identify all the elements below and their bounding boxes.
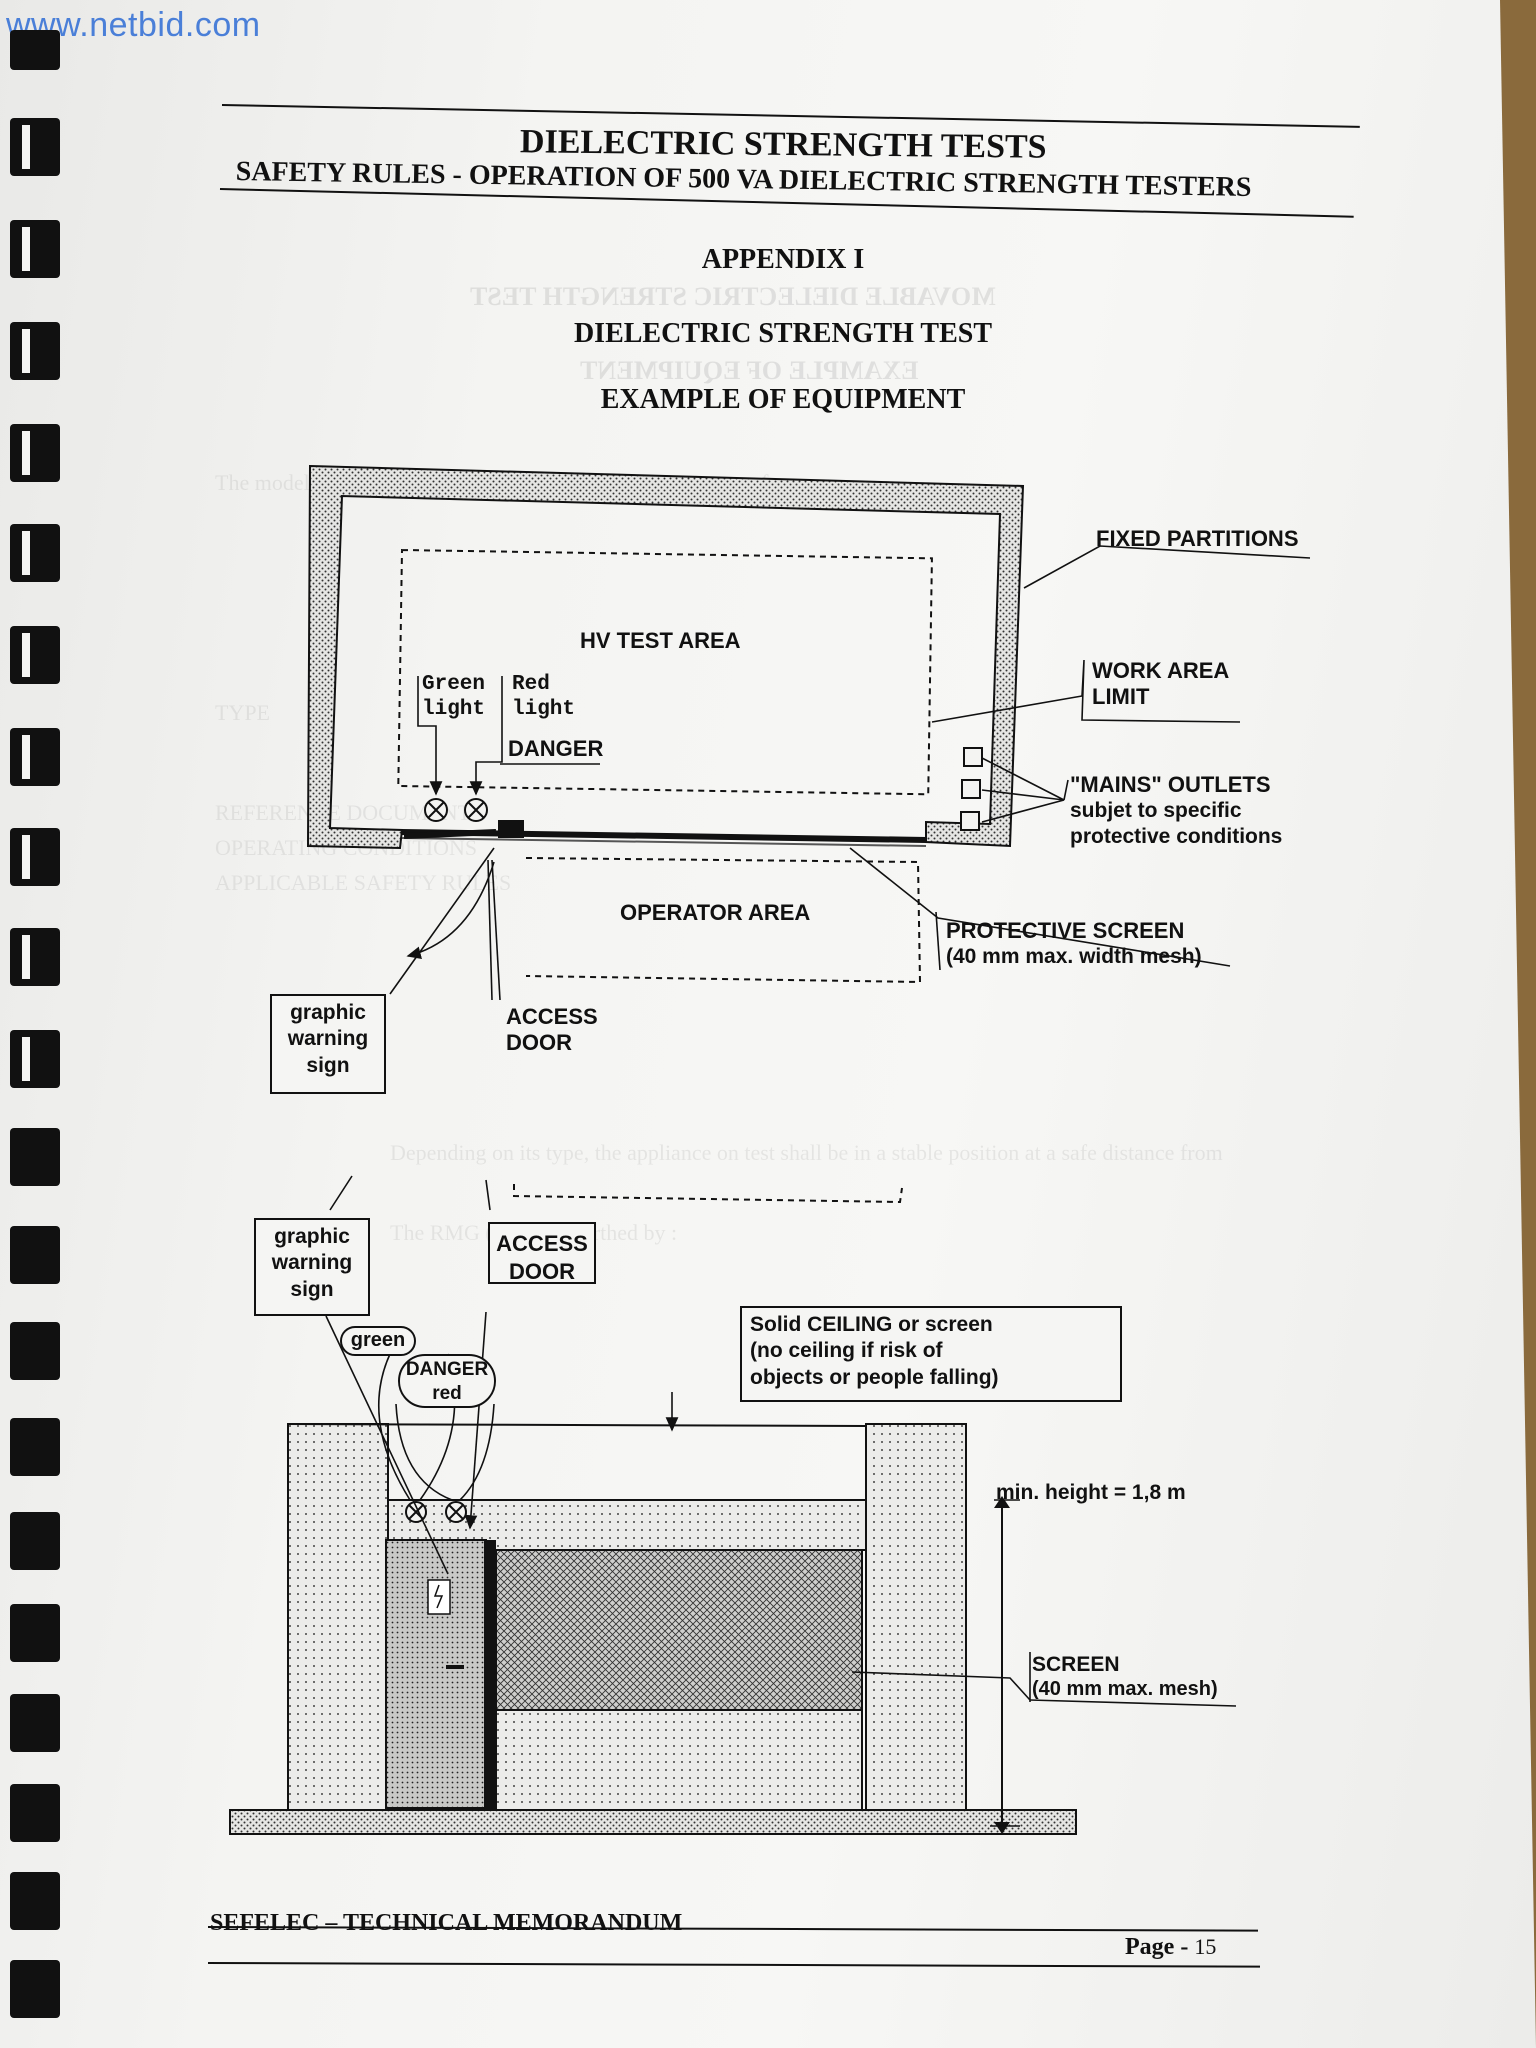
min-height-label: min. height = 1,8 m	[996, 1481, 1186, 1504]
footer-page-number: Page - 15	[1125, 1934, 1217, 1960]
footer-memorandum: SEFELEC – TECHNICAL MEMORANDUM	[210, 1910, 683, 1936]
bleed-through-text: TYPE	[215, 700, 270, 725]
mains-outlets	[960, 747, 983, 831]
screen-label: SCREEN (40 mm max. mesh)	[1032, 1653, 1218, 1701]
operator-area-outline	[525, 857, 922, 984]
green-callout: green	[340, 1326, 416, 1356]
green-light-symbol	[424, 798, 448, 822]
red-light-symbol	[464, 798, 488, 822]
bleed-through-text: APPLICABLE SAFETY RULES	[215, 870, 512, 895]
floor-base	[229, 1809, 1077, 1835]
elevation-lights	[405, 1501, 467, 1523]
fixed-partitions-label: FIXED PARTITIONS	[1096, 526, 1299, 551]
plan-fixed-partitions	[306, 464, 1025, 850]
left-wall	[287, 1423, 389, 1811]
mesh-screen	[495, 1549, 863, 1711]
danger-label: DANGER	[508, 736, 604, 761]
hv-test-area-outline	[397, 548, 933, 796]
right-wall	[865, 1423, 967, 1811]
warning-sign-icon	[427, 1579, 451, 1615]
section-heading: DIELECTRIC STRENGTH TEST	[573, 318, 993, 349]
figure-caption: EXAMPLE OF EQUIPMENT	[600, 384, 966, 415]
mains-outlets-label: "MAINS" OUTLETS subjet to specific prote…	[1070, 772, 1283, 848]
appendix-heading: APPENDIX I	[701, 244, 865, 275]
protective-screen-label: PROTECTIVE SCREEN (40 mm max. width mesh…	[946, 918, 1202, 969]
operator-area-label: OPERATOR AREA	[620, 900, 811, 925]
solid-ceiling-box: Solid CEILING or screen(no ceiling if ri…	[740, 1306, 1122, 1402]
bleed-through-text: Depending on its type, the appliance on …	[390, 1140, 1223, 1165]
access-door-plan	[498, 820, 524, 838]
hv-test-area-label: HV TEST AREA	[580, 628, 741, 653]
spiral-binding	[10, 30, 60, 2018]
